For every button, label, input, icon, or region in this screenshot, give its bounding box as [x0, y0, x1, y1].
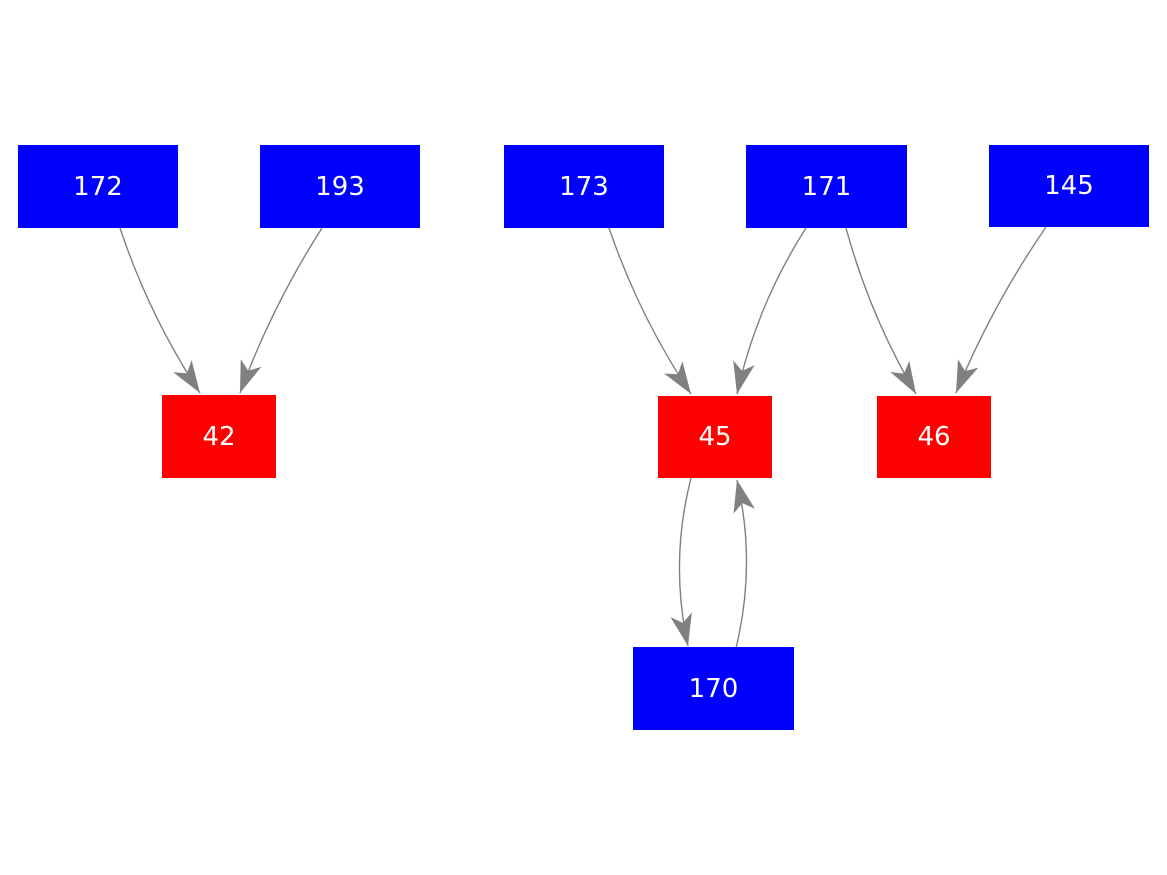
graph-node-42: 42 — [162, 395, 276, 478]
graph-node-46: 46 — [877, 396, 991, 478]
node-label: 45 — [698, 422, 732, 452]
node-label: 170 — [688, 673, 739, 704]
graph-node-193: 193 — [260, 145, 420, 228]
edge-172-to-42 — [119, 227, 201, 394]
edge-193-to-42 — [239, 227, 323, 394]
arrowhead-172-to-42 — [173, 360, 200, 393]
edge-145-to-46 — [955, 226, 1047, 394]
graph-node-173: 173 — [504, 145, 664, 228]
arrowhead-193-to-42 — [240, 359, 262, 393]
arrowhead-145-to-46 — [956, 359, 979, 393]
node-label: 145 — [1044, 171, 1094, 201]
edge-171-to-46 — [845, 227, 917, 395]
node-label: 42 — [202, 421, 236, 452]
graph-node-170: 170 — [633, 647, 794, 730]
graph-node-172: 172 — [18, 145, 178, 228]
graph-node-171: 171 — [746, 145, 907, 228]
edge-173-to-45 — [608, 227, 692, 395]
arrowhead-45-to-170 — [670, 612, 692, 646]
arrowhead-170-to-45 — [733, 480, 755, 514]
node-label: 171 — [801, 171, 852, 202]
node-label: 193 — [315, 171, 365, 202]
node-label: 46 — [917, 422, 951, 452]
arrowhead-173-to-45 — [664, 361, 691, 394]
node-label: 172 — [73, 171, 123, 202]
arrowhead-171-to-45 — [733, 360, 755, 394]
arrowhead-171-to-46 — [890, 360, 916, 394]
node-label: 173 — [559, 171, 609, 202]
graph-node-45: 45 — [658, 396, 772, 478]
graph-node-145: 145 — [989, 145, 1149, 227]
